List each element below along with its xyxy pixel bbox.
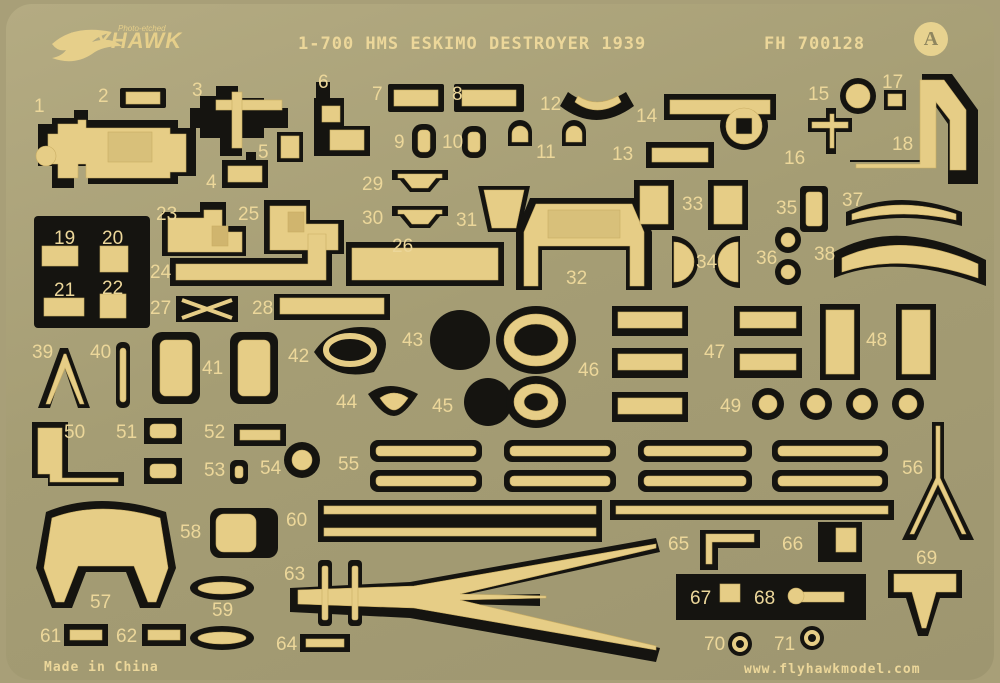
part-number-6: 6 <box>318 72 329 93</box>
part-number-24: 24 <box>150 262 172 283</box>
part-number-43: 43 <box>402 330 424 351</box>
product-code: FH 700128 <box>764 34 866 54</box>
part-number-63: 63 <box>284 564 306 585</box>
part-number-31: 31 <box>456 210 478 231</box>
part-number-4: 4 <box>206 172 217 193</box>
part-number-54: 54 <box>260 458 282 479</box>
part-number-70: 70 <box>704 634 726 655</box>
part-number-3: 3 <box>192 80 203 101</box>
part-number-25: 25 <box>238 204 260 225</box>
part-number-21: 21 <box>54 280 76 301</box>
part-number-35: 35 <box>776 198 798 219</box>
part-number-38: 38 <box>814 244 836 265</box>
part-number-30: 30 <box>362 208 384 229</box>
part-number-26: 26 <box>392 236 414 257</box>
part-number-33: 33 <box>682 194 704 215</box>
website-label: www.flyhawkmodel.com <box>744 662 921 677</box>
part-number-37: 37 <box>842 190 864 211</box>
part-number-11: 11 <box>536 142 556 163</box>
part-number-32: 32 <box>566 268 588 289</box>
part-number-23: 23 <box>156 204 178 225</box>
part-number-46: 46 <box>578 360 600 381</box>
part-number-49: 49 <box>720 396 742 417</box>
part-number-10: 10 <box>442 132 464 153</box>
part-number-48: 48 <box>866 330 888 351</box>
part-number-40: 40 <box>90 342 112 363</box>
part-number-68: 68 <box>754 588 776 609</box>
part-number-57: 57 <box>90 592 112 613</box>
part-number-8: 8 <box>452 84 463 105</box>
part-number-19: 19 <box>54 228 76 249</box>
sheet-letter-badge: A <box>914 22 948 56</box>
part-number-12: 12 <box>540 94 562 115</box>
part-number-71: 71 <box>774 634 796 655</box>
part-number-55: 55 <box>338 454 360 475</box>
sheet-title: 1-700 HMS ESKIMO DESTROYER 1939 <box>298 34 647 54</box>
part-number-50: 50 <box>64 422 86 443</box>
part-number-47: 47 <box>704 342 726 363</box>
part-number-42: 42 <box>288 346 310 367</box>
part-number-20: 20 <box>102 228 124 249</box>
brand-subtitle: Photo-etched <box>118 24 166 33</box>
part-number-28: 28 <box>252 298 274 319</box>
part-number-41: 41 <box>202 358 224 379</box>
part-number-53: 53 <box>204 460 226 481</box>
part-number-60: 60 <box>286 510 308 531</box>
part-number-36: 36 <box>756 248 778 269</box>
part-number-18: 18 <box>892 134 914 155</box>
part-number-45: 45 <box>432 396 454 417</box>
part-number-56: 56 <box>902 458 924 479</box>
part-number-58: 58 <box>180 522 202 543</box>
part-number-14: 14 <box>636 106 658 127</box>
part-number-52: 52 <box>204 422 226 443</box>
part-number-62: 62 <box>116 626 138 647</box>
part-number-34: 34 <box>696 252 718 273</box>
part-number-69: 69 <box>916 548 938 569</box>
part-number-16: 16 <box>784 148 806 169</box>
part-number-39: 39 <box>32 342 54 363</box>
part-number-61: 61 <box>40 626 62 647</box>
part-number-7: 7 <box>372 84 383 105</box>
flyhawk-hawk-logo <box>52 29 122 62</box>
part-number-13: 13 <box>612 144 634 165</box>
brand-name: FLYHAWK <box>68 28 183 53</box>
part-number-44: 44 <box>336 392 358 413</box>
part-number-9: 9 <box>394 132 405 153</box>
part-number-59: 59 <box>212 600 234 621</box>
part-number-15: 15 <box>808 84 830 105</box>
part-number-1: 1 <box>34 96 45 117</box>
part-number-5: 5 <box>258 142 269 163</box>
part-number-65: 65 <box>668 534 690 555</box>
part-number-64: 64 <box>276 634 298 655</box>
part-number-29: 29 <box>362 174 384 195</box>
part-number-17: 17 <box>882 72 904 93</box>
part-number-27: 27 <box>150 298 172 319</box>
made-in-label: Made in China <box>44 660 159 675</box>
part-number-66: 66 <box>782 534 804 555</box>
part-number-22: 22 <box>102 278 124 299</box>
part-number-2: 2 <box>98 86 109 107</box>
part-number-67: 67 <box>690 588 712 609</box>
part-number-51: 51 <box>116 422 138 443</box>
